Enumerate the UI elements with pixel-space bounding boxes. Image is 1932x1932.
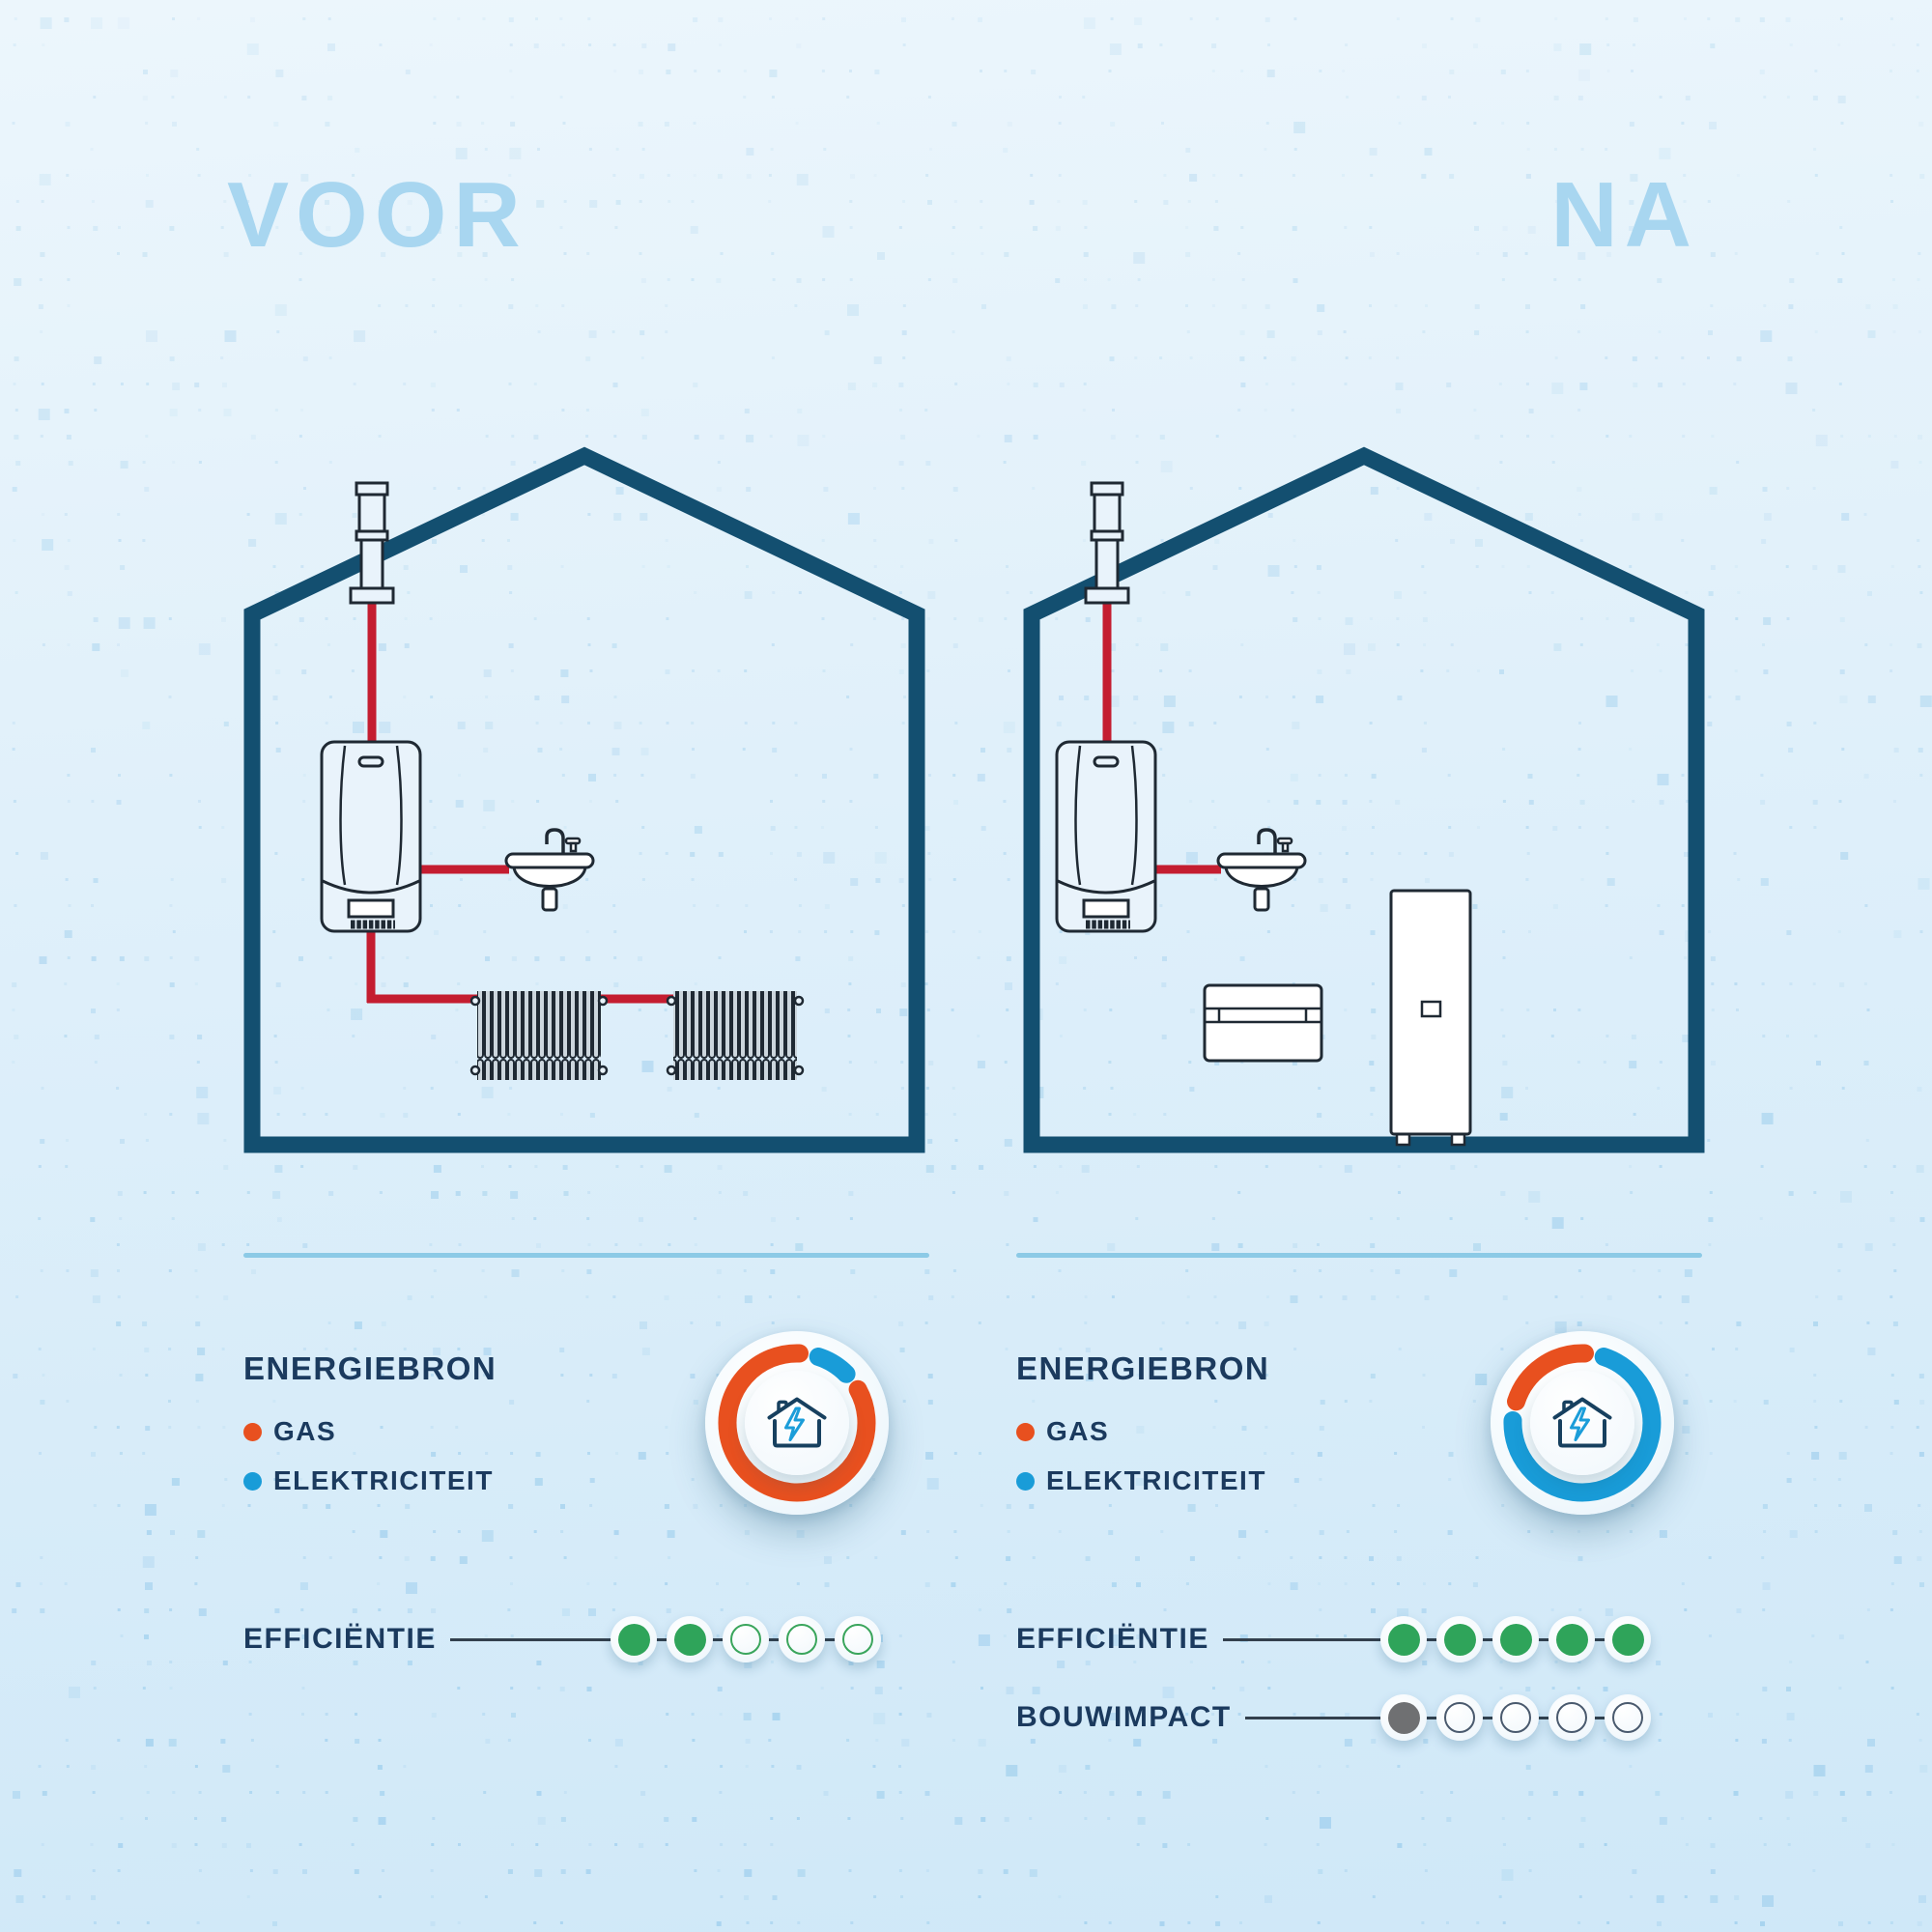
meter-center: [745, 1371, 849, 1475]
energy-mix-donut: [705, 1331, 889, 1515]
rating-dot: [779, 1616, 825, 1662]
electric-home-icon: [767, 1397, 827, 1448]
gas-boiler-icon: [320, 740, 422, 933]
rating-dot: [835, 1616, 881, 1662]
energy-source-heading: ENERGIEBRON: [1016, 1350, 1270, 1386]
rating-leader-line: [1244, 1716, 1380, 1719]
rating-dot: [1548, 1616, 1595, 1662]
efficiency-rating: EFFICIËNTIE: [1016, 1616, 1651, 1662]
rating-dot: [1605, 1694, 1651, 1741]
rating-dots: [603, 1616, 881, 1662]
legend-item-elektriciteit: ELEKTRICITEIT: [243, 1465, 494, 1496]
convector-icon: [1203, 983, 1323, 1063]
electricity-dot-icon: [1016, 1471, 1035, 1491]
house-outline: [1023, 446, 1705, 1153]
sink-icon: [504, 828, 595, 912]
rating-dot: [1605, 1616, 1651, 1662]
rating-dot: [1380, 1694, 1427, 1741]
legend-item-elektriciteit: ELEKTRICITEIT: [1016, 1465, 1266, 1496]
rating-dot: [611, 1616, 657, 1662]
build-impact-rating: BOUWIMPACT: [1016, 1694, 1651, 1741]
electric-home-icon: [1552, 1397, 1612, 1448]
gas-dot-icon: [243, 1422, 262, 1441]
donut-ring: [1503, 1344, 1662, 1502]
rating-leader-line: [449, 1637, 611, 1641]
legend-item-gas: GAS: [1016, 1416, 1266, 1447]
rating-dot: [723, 1616, 769, 1662]
gas-boiler-icon: [1055, 740, 1157, 933]
rating-dot: [1492, 1616, 1539, 1662]
energy-mix-donut: [1491, 1331, 1674, 1515]
rating-dot: [1548, 1694, 1595, 1741]
energy-legend: GAS ELEKTRICITEIT: [1016, 1416, 1266, 1496]
rating-leader-line: [1222, 1637, 1380, 1641]
efficiency-rating: EFFICIËNTIE: [243, 1616, 881, 1662]
donut-ring: [718, 1344, 876, 1502]
gas-pipe-line: [1102, 601, 1221, 874]
chimney-flue-icon: [1084, 481, 1130, 605]
chimney-flue-icon: [349, 481, 395, 605]
legend-item-gas: GAS: [243, 1416, 494, 1447]
radiator-icon: [666, 991, 805, 1080]
electricity-dot-icon: [243, 1471, 262, 1491]
before-title: VOOR: [227, 163, 527, 267]
section-divider: [243, 1253, 929, 1258]
house-outline: [243, 446, 925, 1153]
rating-dot: [667, 1616, 713, 1662]
meter-center: [1530, 1371, 1634, 1475]
rating-dots: [1373, 1616, 1651, 1662]
rating-dot: [1436, 1616, 1483, 1662]
heat-pump-icon: [1389, 889, 1472, 1147]
after-house-illustration: [1023, 446, 1705, 1153]
sink-icon: [1216, 828, 1307, 912]
rating-dot: [1436, 1694, 1483, 1741]
energy-source-heading: ENERGIEBRON: [243, 1350, 497, 1386]
radiator-icon: [469, 991, 609, 1080]
gas-pipe-line: [366, 601, 673, 1004]
rating-dot: [1492, 1694, 1539, 1741]
energy-legend: GAS ELEKTRICITEIT: [243, 1416, 494, 1496]
before-house-illustration: [243, 446, 925, 1153]
gas-dot-icon: [1016, 1422, 1035, 1441]
rating-dots: [1373, 1694, 1651, 1741]
after-title: NA: [1550, 163, 1698, 267]
rating-dot: [1380, 1616, 1427, 1662]
section-divider: [1016, 1253, 1702, 1258]
